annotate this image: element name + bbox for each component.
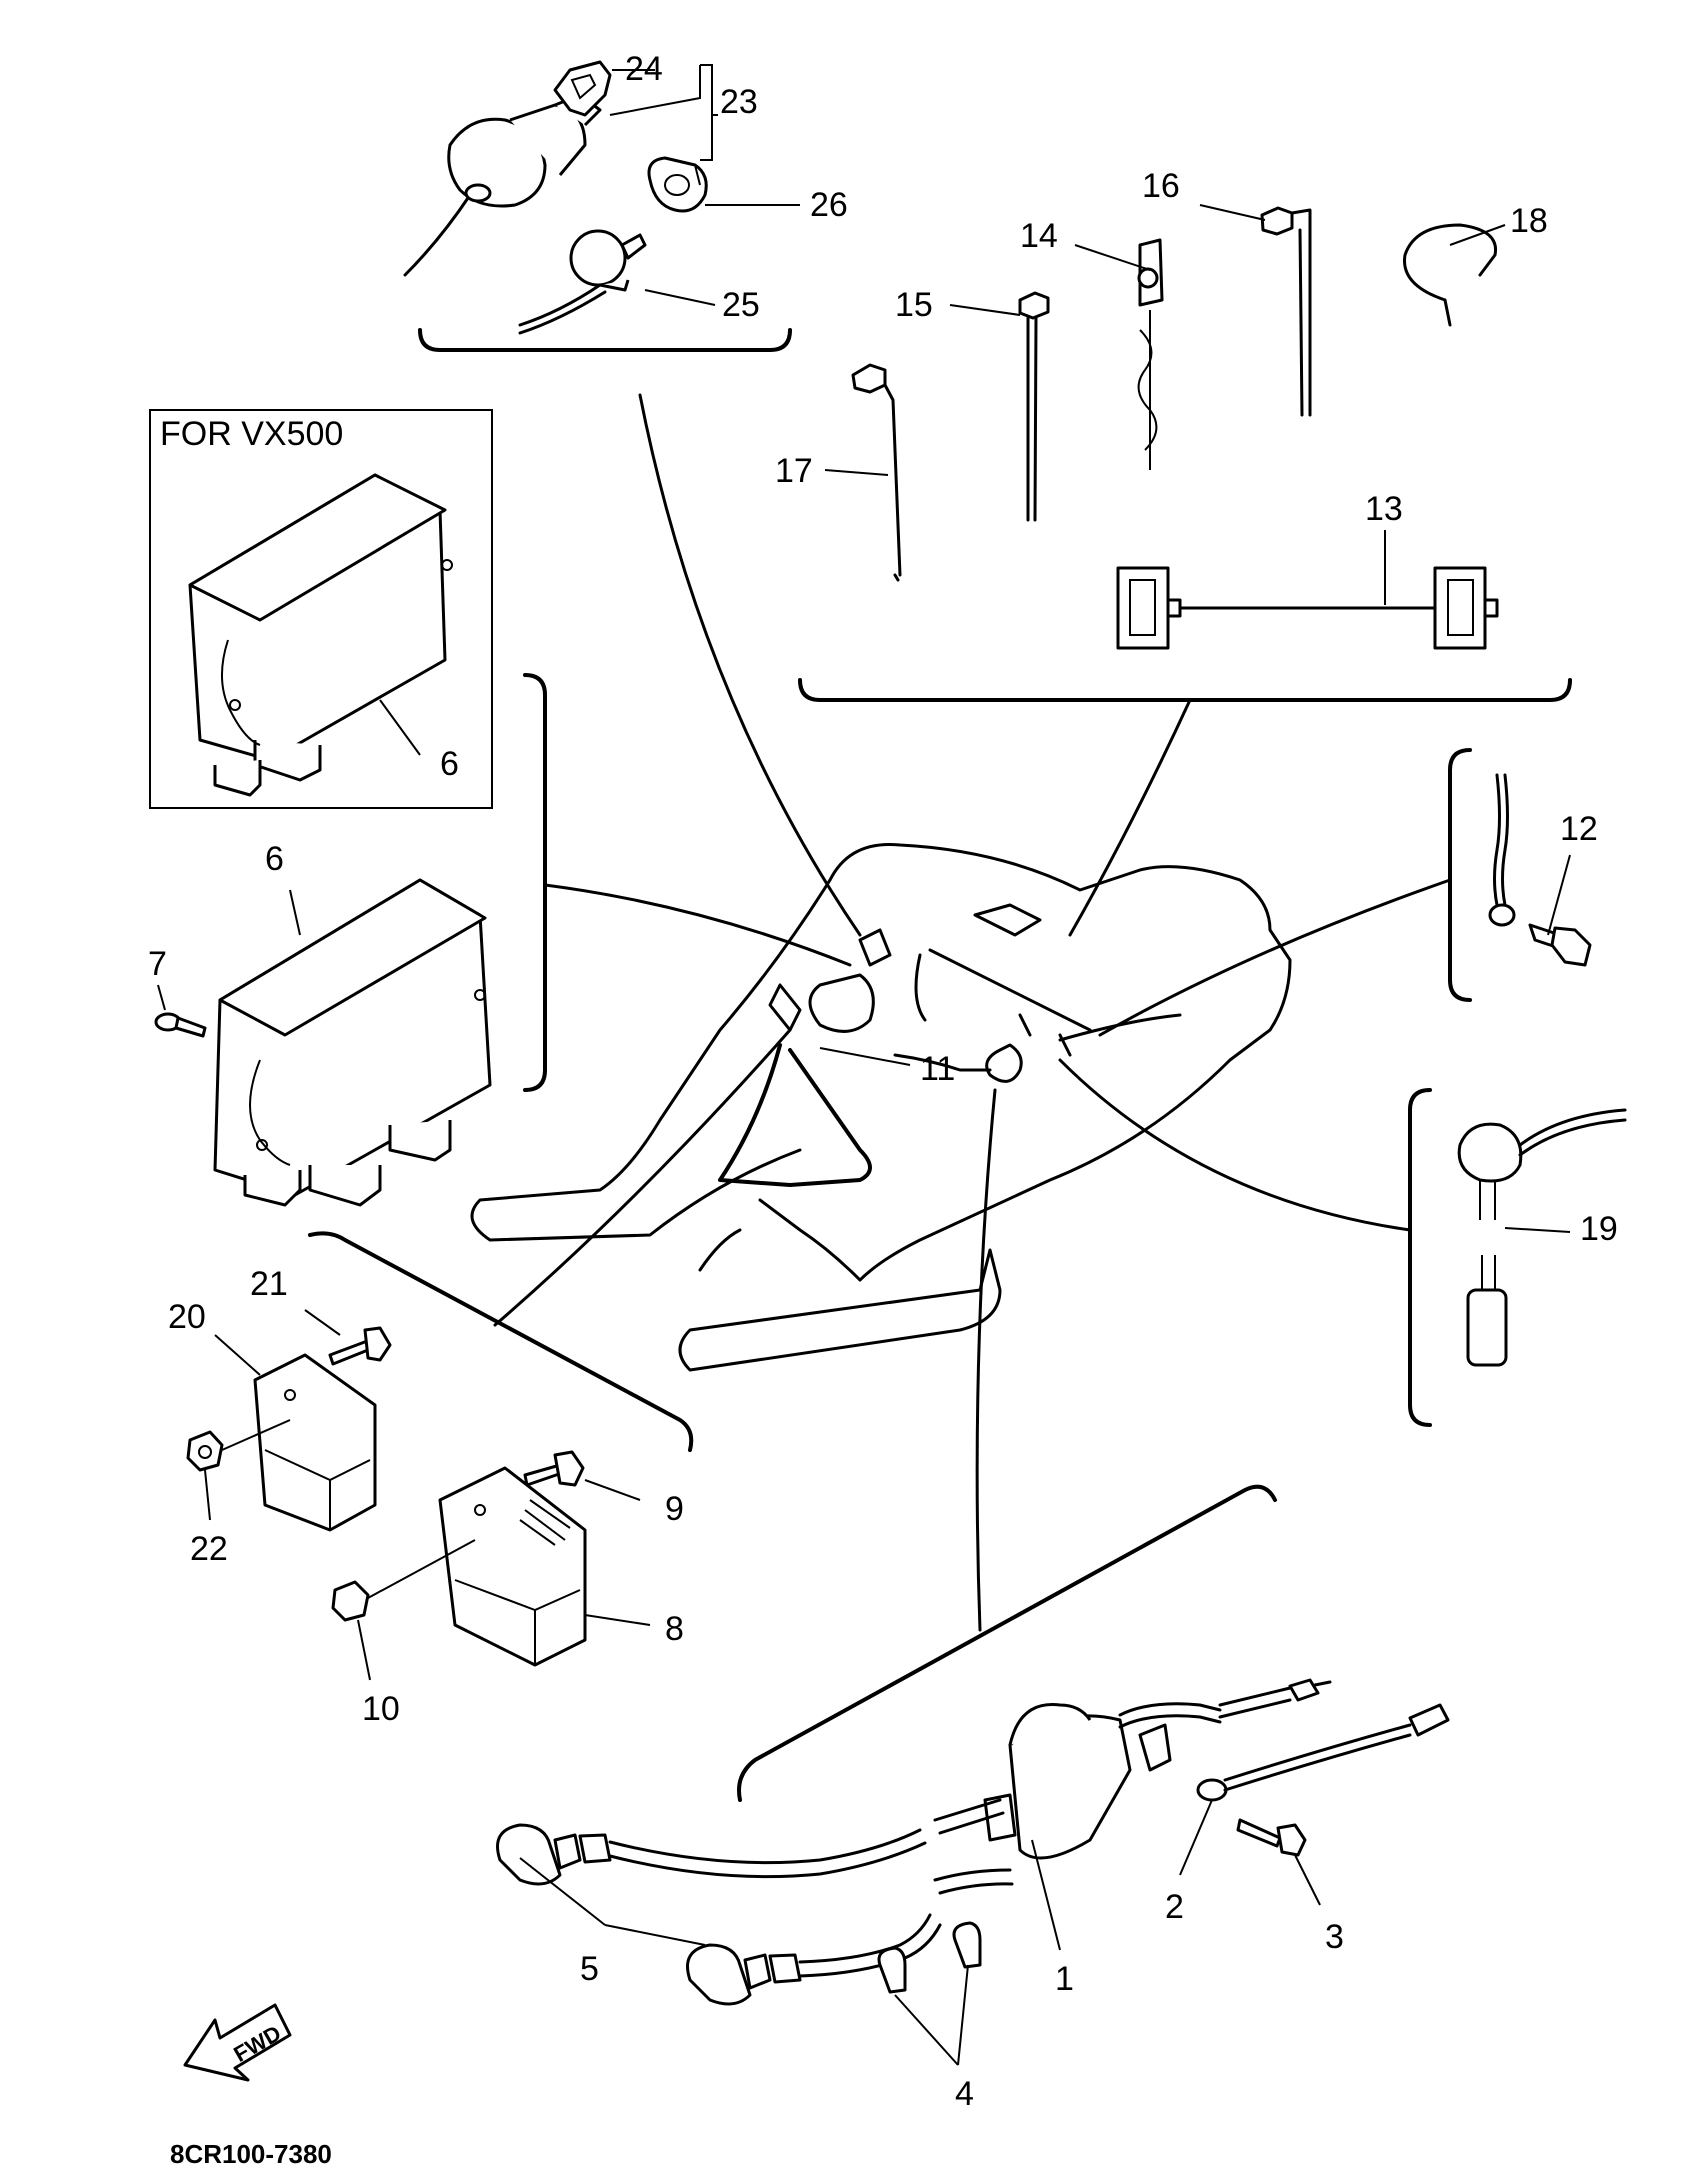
bracket-lower-left (308, 1231, 694, 1452)
callout-21: 21 (250, 1265, 288, 1303)
clamps-4 (877, 1921, 982, 1994)
band-15 (1018, 291, 1050, 522)
clamp-14 (1137, 238, 1164, 470)
callout-25: 25 (722, 286, 760, 324)
callout-3: 3 (1325, 1918, 1344, 1956)
bracket-top-right (798, 678, 1572, 702)
key-24 (553, 60, 612, 117)
ecu-unit (213, 878, 492, 1207)
bracket-right-12 (1448, 748, 1472, 1002)
callout-6: 6 (265, 840, 284, 878)
leader-ecu (543, 883, 852, 967)
callout-5: 5 (580, 1950, 599, 1988)
nut-22 (186, 1430, 224, 1472)
rectifier-20 (253, 1353, 377, 1532)
leader-coil (975, 1088, 997, 1632)
callout-20: 20 (168, 1298, 206, 1336)
drawing-code: 8CR100-7380 (170, 2139, 332, 2169)
callout-11: 11 (920, 1050, 955, 1088)
callout-7: 7 (148, 945, 167, 983)
leader-top-left (638, 393, 862, 937)
bolt-21 (328, 1326, 392, 1366)
bracket-top-left (418, 328, 792, 352)
callout-12: 12 (1560, 810, 1598, 848)
hull-chassis (470, 842, 1292, 1372)
collar-26 (647, 156, 708, 213)
callout-13: 13 (1365, 490, 1403, 528)
callout-19: 19 (1580, 1210, 1618, 1248)
callout-26: 26 (810, 186, 848, 224)
callout-15: 15 (895, 286, 933, 324)
band-16 (1260, 206, 1312, 417)
inset-frame (149, 409, 493, 809)
bolt-9 (523, 1450, 585, 1487)
stop-switch-25 (518, 229, 647, 335)
bracket-left-ecu (523, 673, 547, 1092)
callout-2: 2 (1165, 1888, 1184, 1926)
leader-22 (221, 1419, 291, 1451)
igniter-8 (438, 1466, 587, 1667)
bolt-7 (154, 1012, 207, 1038)
callout-18: 18 (1510, 202, 1548, 240)
leader-top-right (1068, 698, 1192, 937)
holder-13 (1116, 566, 1499, 650)
callout-labels: 24 23 26 25 16 14 15 18 17 13 6 6 7 11 1… (148, 50, 1618, 2113)
ground-lead-12 (1488, 773, 1592, 967)
callout-9: 9 (665, 1490, 684, 1528)
fuse-holder-19 (1457, 1108, 1627, 1367)
leader-12 (1098, 878, 1452, 1037)
callout-8: 8 (665, 1610, 684, 1648)
ring-terminal-2 (1196, 1703, 1450, 1802)
callout-16: 16 (1142, 167, 1180, 205)
callout-24: 24 (625, 50, 663, 88)
fwd-arrow-icon: FWD (183, 2003, 292, 2082)
inset-title: FOR VX500 (160, 415, 343, 453)
ecu-unit-inset (188, 473, 453, 797)
band-17 (851, 363, 902, 582)
callout-10: 10 (362, 1690, 400, 1728)
main-switch-23 (403, 93, 602, 277)
callout-17: 17 (775, 452, 813, 490)
callout-1: 1 (1055, 1960, 1074, 1998)
callout-6-inset: 6 (440, 745, 459, 783)
clamp-18 (1403, 223, 1498, 327)
nut-10 (331, 1580, 370, 1622)
callout-22: 22 (190, 1530, 228, 1568)
leader-lower-left (493, 1028, 792, 1327)
ignition-coil-1 (983, 1678, 1332, 1860)
bracket-lower-coil (737, 1484, 1277, 1802)
bracket-right-19 (1408, 1088, 1432, 1427)
callout-14: 14 (1020, 217, 1058, 255)
leader-19 (1058, 1058, 1412, 1232)
leader-10 (367, 1539, 476, 1599)
screw-3 (1236, 1818, 1307, 1857)
plug-caps-5 (496, 1798, 1014, 2006)
callout-leaders (157, 64, 1571, 2066)
callout-4: 4 (955, 2075, 974, 2113)
callout-23: 23 (720, 83, 758, 121)
